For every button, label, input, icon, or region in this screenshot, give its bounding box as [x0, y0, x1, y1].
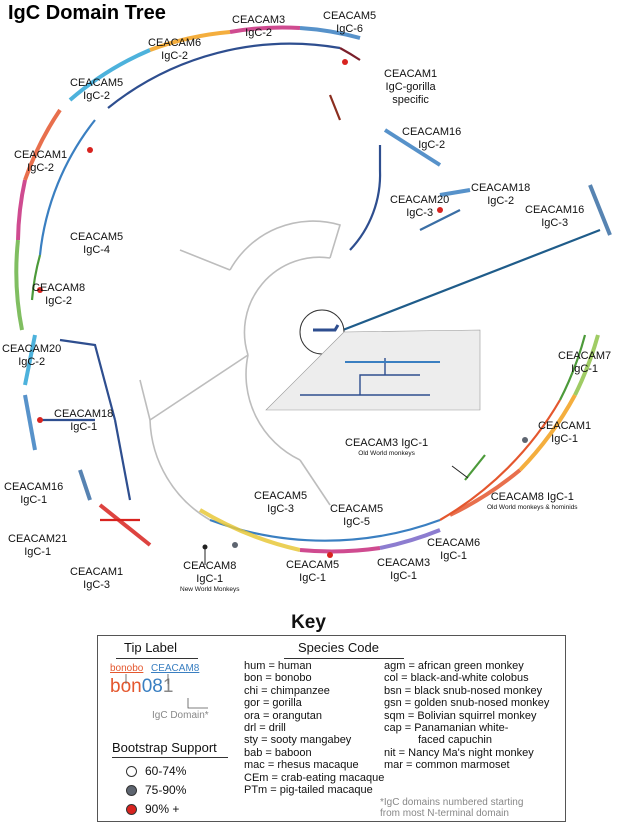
annotation-point: [202, 544, 208, 550]
tip-example-domain: 1: [162, 676, 174, 697]
species-code-item: nit = Nancy Ma's night monkey: [384, 746, 534, 759]
species-code-item: faced capuchin: [418, 734, 492, 747]
bootstrap-dots: [37, 59, 528, 558]
bootstrap-row-high: 90% +: [126, 802, 179, 816]
bootstrap-row-low: 60-74%: [126, 764, 186, 778]
species-code-item: bsn = black snub-nosed monkey: [384, 684, 543, 697]
species-code-item: chi = chimpanzee: [244, 684, 330, 697]
heading-underline: [116, 658, 198, 659]
bootstrap-row-mid: 75-90%: [126, 783, 186, 797]
tip-label-connectors: [125, 674, 208, 709]
footnote-line1: *IgC domains numbered starting: [380, 797, 524, 808]
bootstrap-dot-red: [126, 803, 137, 815]
species-heading: Species Code: [298, 640, 379, 655]
tip-fans: [14, 25, 612, 554]
key-box: Tip Label bonobo CEACAM8 bon081 IgC Doma…: [97, 635, 566, 822]
species-code-item: mac = rhesus macaque: [244, 759, 359, 772]
bootstrap-label-low: 60-74%: [145, 764, 187, 778]
tip-example-species: bon: [110, 676, 142, 697]
footnote-line2: from most N-terminal domain: [380, 808, 509, 819]
species-code-item: gsn = golden snub-nosed monkey: [384, 697, 550, 710]
tree-backbone: [139, 220, 341, 521]
species-code-item: bab = baboon: [244, 746, 312, 759]
heading-underline: [112, 757, 228, 758]
species-code-item: PTm = pig-tailed macaque: [244, 784, 373, 797]
bootstrap-label-high: 90% +: [145, 802, 180, 816]
species-code-item: hum = human: [244, 660, 312, 672]
species-code-item: sty = sooty mangabey: [244, 734, 352, 747]
bootstrap-label-mid: 75-90%: [145, 783, 187, 797]
heading-underline: [284, 658, 404, 659]
species-code-item: mar = common marmoset: [384, 759, 510, 772]
tip-example: bon081: [110, 676, 173, 698]
species-code-item: cap = Panamanian white-: [384, 722, 509, 735]
footnote: *IgC domains numbered starting from most…: [380, 797, 523, 819]
species-code-item: drl = drill: [244, 722, 286, 735]
tip-domain-label: IgC Domain*: [152, 710, 209, 721]
species-code-item: bon = bonobo: [244, 672, 312, 685]
species-code-item: agm = african green monkey: [384, 660, 524, 672]
clade-branches: [30, 42, 601, 542]
bootstrap-dot-white: [126, 765, 137, 777]
page-title: IgC Domain Tree: [8, 2, 166, 24]
bootstrap-dot-gray: [126, 784, 137, 796]
species-code-item: ora = orangutan: [244, 709, 322, 722]
species-code-item: CEm = crab-eating macaque: [244, 771, 385, 784]
annotation-arrow: [451, 465, 469, 479]
tip-label-heading: Tip Label: [124, 640, 177, 655]
species-code-item: sqm = Bolivian squirrel monkey: [384, 709, 537, 722]
phylogenetic-tree: [14, 25, 612, 565]
tip-gene-part: CEACAM8: [151, 663, 200, 674]
bootstrap-heading: Bootstrap Support: [112, 740, 217, 755]
key-title: Key: [291, 612, 326, 633]
tip-species-part: bonobo: [110, 663, 144, 674]
species-code-item: gor = gorilla: [244, 697, 302, 710]
tip-example-gene: 08: [141, 676, 163, 697]
zoom-inset: [265, 309, 481, 411]
species-code-item: col = black-and-white colobus: [384, 672, 529, 685]
